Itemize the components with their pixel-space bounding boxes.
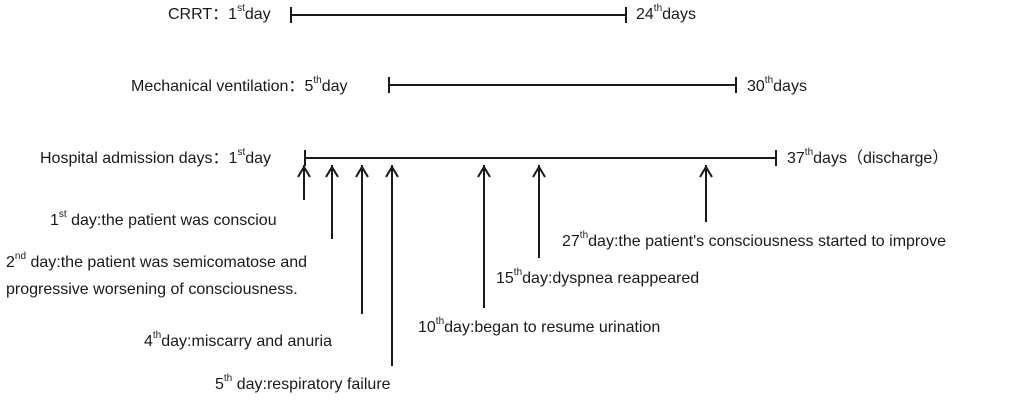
event-label-day-27: 27thday:the patient's consciousness star…: [562, 230, 947, 251]
event-arrow-day-15: [532, 165, 546, 258]
event-label-day-15: 15thday:dyspnea reappeared: [496, 267, 700, 288]
crrt-label: CRRT: [168, 6, 213, 23]
ventilation-label: Mechanical ventilation: [131, 78, 289, 95]
crrt-end-label: 24thdays: [636, 3, 696, 24]
event-label-day-4: 4thday:miscarry and anuria: [144, 330, 332, 351]
admission-start-label: Hospital admission days：1stday: [40, 147, 272, 168]
event-arrow-day-1: [297, 165, 311, 200]
event-arrow-day-4: [355, 165, 369, 314]
discharge-note: （discharge）: [846, 150, 949, 167]
admission-end-label: 37thdays（discharge）: [787, 147, 949, 168]
admission-bar: [304, 150, 777, 166]
event-label-day-5: 5th day:respiratory failure: [215, 373, 391, 394]
event-arrow-day-5: [385, 165, 399, 366]
event-label-day-2-line2: progressive worsening of consciousness.: [6, 281, 298, 298]
event-label-day-1: 1st day:the patient was consciou: [50, 209, 277, 230]
ventilation-bar: [388, 77, 737, 93]
admission-label: Hospital admission days: [40, 150, 213, 167]
event-label-day-10: 10thday:began to resume urination: [418, 316, 661, 337]
crrt-bar: [290, 7, 627, 23]
ventilation-end-label: 30thdays: [747, 75, 807, 96]
event-arrow-day-2: [325, 165, 339, 239]
event-arrow-day-10: [477, 165, 491, 308]
event-label-day-2: 2nd day:the patient was semicomatose and: [6, 251, 308, 272]
crrt-start-label: CRRT：1stday: [168, 3, 271, 24]
ventilation-start-label: Mechanical ventilation：5thday: [131, 75, 348, 96]
event-arrow-day-27: [699, 165, 713, 222]
